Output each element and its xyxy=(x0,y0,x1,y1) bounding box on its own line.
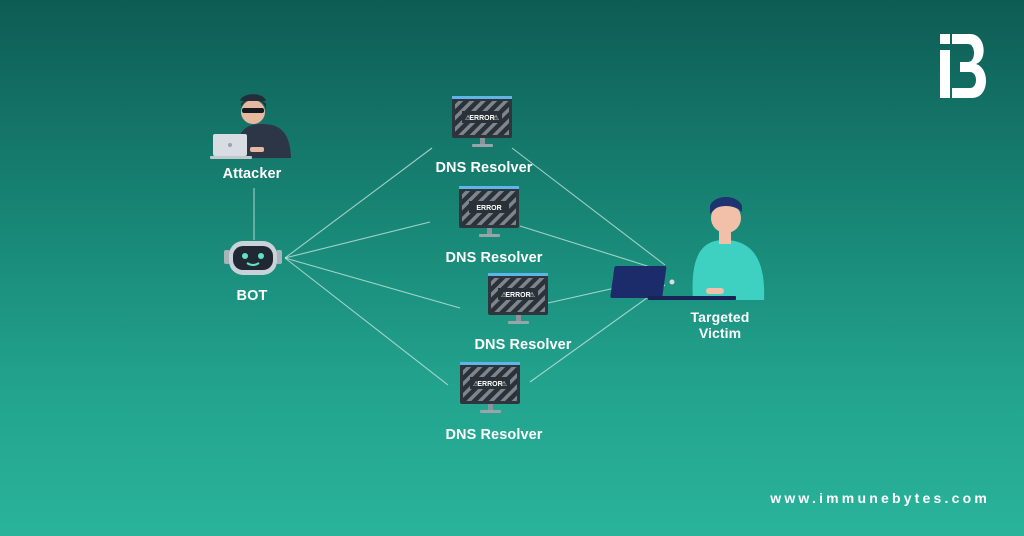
attacker-figure xyxy=(210,94,291,159)
bot-dns4-link xyxy=(284,257,449,386)
svg-text:⚠: ⚠ xyxy=(465,114,471,122)
victim-figure xyxy=(610,197,765,300)
svg-text:⚠: ⚠ xyxy=(473,380,479,388)
bot-icon xyxy=(224,241,282,275)
dns-resolver-monitor-1: ERROR ⚠ ⚠ xyxy=(452,96,512,147)
dns-resolver-monitor-4: ERROR ⚠ ⚠ xyxy=(460,362,520,413)
connector-lines xyxy=(253,147,666,386)
error-text: ERROR xyxy=(505,292,530,299)
svg-text:⚠: ⚠ xyxy=(493,114,499,122)
error-text: ERROR xyxy=(477,381,502,388)
dns-resolver-monitor-2: ERROR xyxy=(459,186,519,237)
error-text: ERROR xyxy=(469,115,494,122)
attacker-label: Attacker xyxy=(222,166,282,182)
dns-resolver-label-4: DNS Resolver xyxy=(445,427,543,443)
bot-dns3-link xyxy=(284,257,461,309)
bot-dns2-link xyxy=(284,221,431,259)
dns-resolver-label-2: DNS Resolver xyxy=(445,250,543,266)
victim-label: Targeted Victim xyxy=(690,309,750,341)
immunebytes-logo xyxy=(940,34,987,98)
dns-resolver-monitor-3: ERROR ⚠ ⚠ xyxy=(488,273,548,324)
dns-resolver-label-3: DNS Resolver xyxy=(474,337,572,353)
svg-text:⚠: ⚠ xyxy=(501,380,507,388)
svg-text:⚠: ⚠ xyxy=(529,291,535,299)
dns2-victim-link xyxy=(519,225,661,271)
bot-label: BOT xyxy=(236,288,268,304)
svg-text:⚠: ⚠ xyxy=(501,291,507,299)
website-url: www.immunebytes.com xyxy=(770,490,990,506)
bot-dns1-link xyxy=(284,147,433,259)
dns1-victim-link xyxy=(511,147,666,266)
dns-resolver-label-1: DNS Resolver xyxy=(435,160,533,176)
error-text: ERROR xyxy=(476,205,501,212)
dns4-victim-link xyxy=(529,284,666,383)
